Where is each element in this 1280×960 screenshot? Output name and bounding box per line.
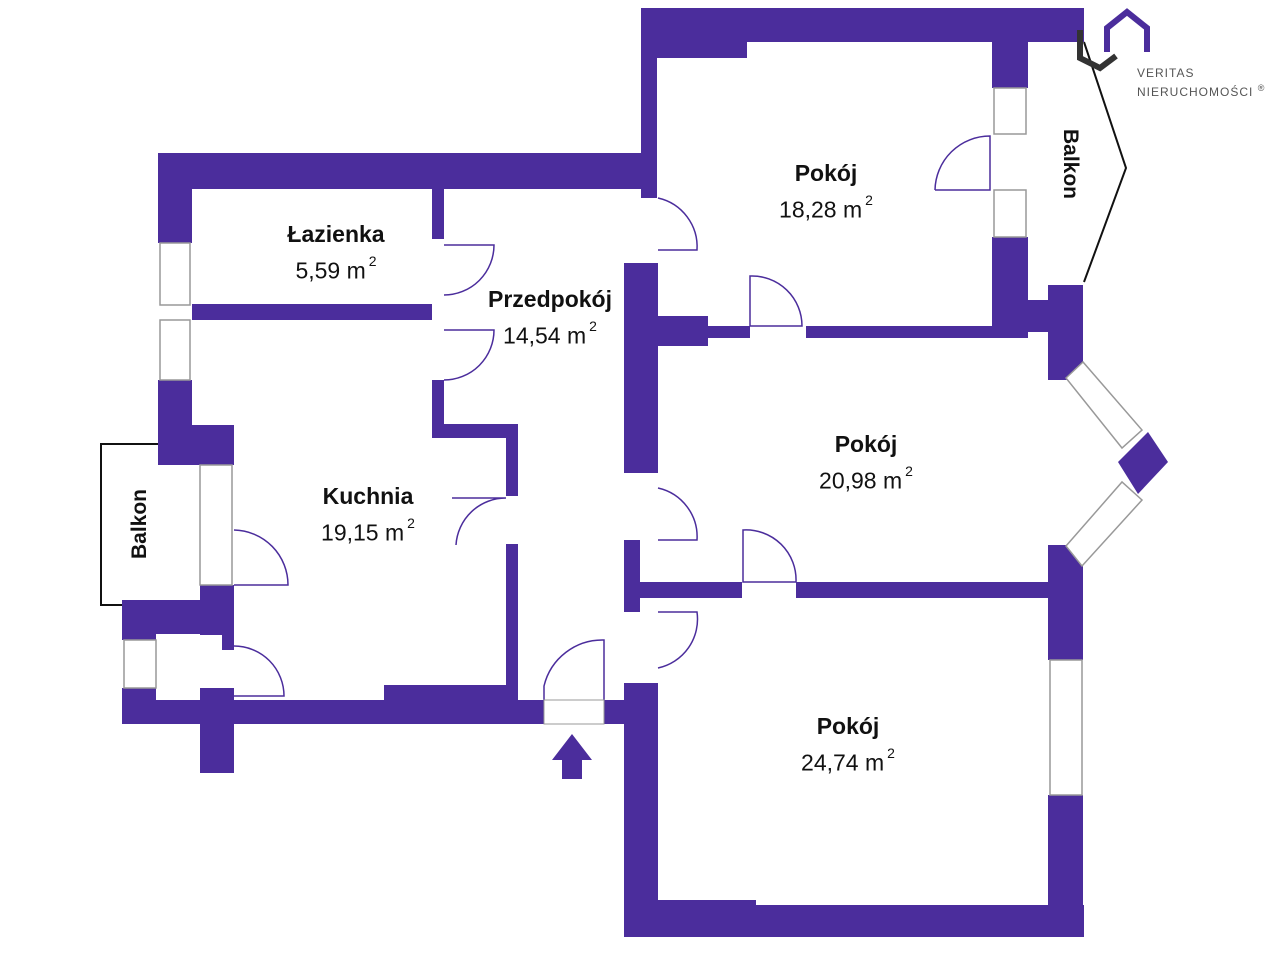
brand-name: VERITAS <box>1137 66 1195 80</box>
balcony-label-left: Balkon <box>128 489 151 560</box>
entrance-arrow-icon <box>552 734 592 779</box>
house-logo-icon <box>1077 8 1150 72</box>
windows <box>123 87 1144 796</box>
walls <box>122 8 1168 937</box>
room-name: Pokój <box>816 713 880 739</box>
room-name: Pokój <box>794 160 858 186</box>
left-balcony-outline <box>100 443 158 606</box>
right-balcony-outline <box>1083 41 1128 283</box>
door-openings <box>543 699 605 725</box>
room-name: Łazienka <box>287 221 385 247</box>
room-name: Pokój <box>834 431 898 457</box>
balcony-label-right: Balkon <box>1059 128 1082 199</box>
room-name: Przedpokój <box>488 286 612 312</box>
brand-subtitle: NIERUCHOMOŚCI ® <box>1137 83 1266 99</box>
doors <box>233 135 991 700</box>
brand-logo-text: VERITAS NIERUCHOMOŚCI ® <box>1137 66 1265 100</box>
room-name: Kuchnia <box>322 483 414 509</box>
